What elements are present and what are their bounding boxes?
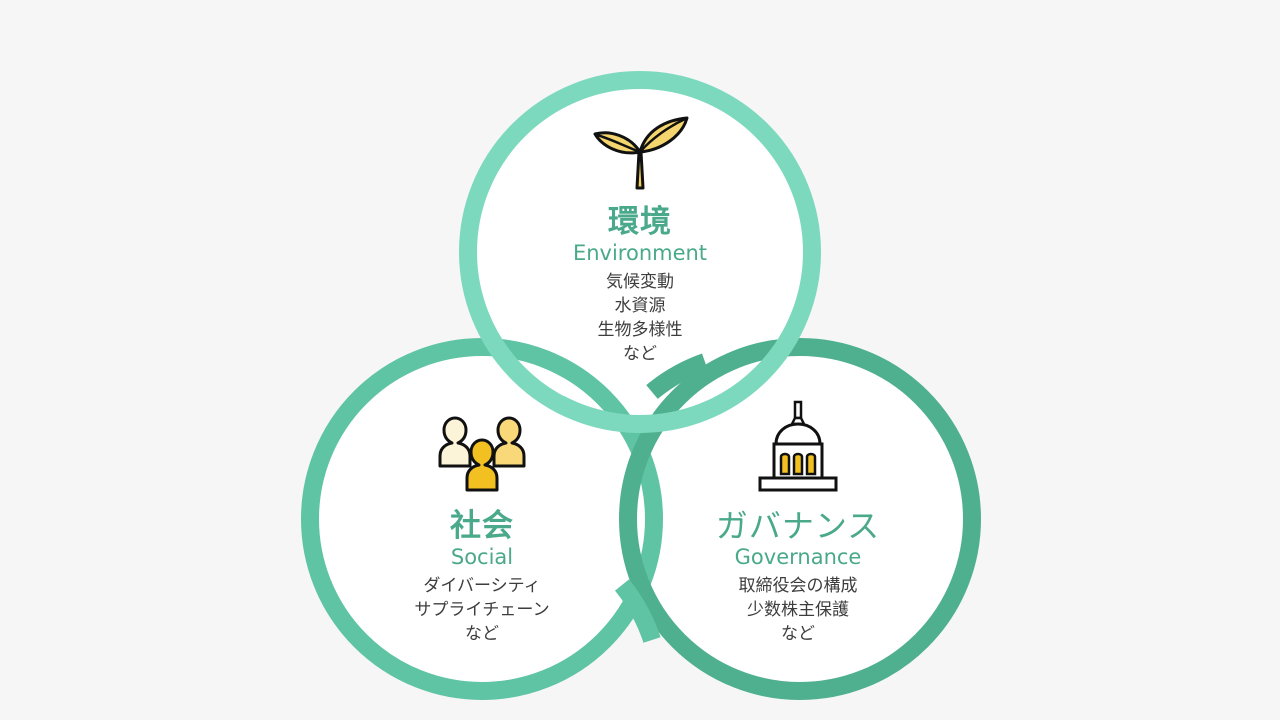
environment-circle-fill [468,80,812,424]
governance-circle-fill [628,347,972,691]
environment-title-en: Environment [572,241,708,265]
list-item: など [781,624,815,644]
social-section: 社会 Social ダイバーシティ サプライチェーン など [332,410,632,646]
list-item: など [465,624,499,644]
list-item: サプライチェーン [414,600,550,620]
environment-section: 環境 Environment 気候変動 水資源 生物多様性 など [490,108,790,366]
people-group-icon [438,416,526,492]
social-title-en: Social [450,545,514,569]
social-ring [301,338,663,700]
governance-items: 取締役会の構成 少数株主保護 など [739,574,858,646]
list-item: 生物多様性 [597,320,683,340]
governance-section: ガバナンス Governance 取締役会の構成 少数株主保護 など [648,400,948,646]
environment-title-jp: 環境 [608,204,672,240]
list-item: ダイバーシティ [423,576,541,596]
social-title-jp: 社会 [450,508,514,544]
governance-ring-over-segment [646,353,709,400]
environment-ring-over-segment [555,395,617,431]
social-ring-over-segment [614,579,661,644]
list-item: など [623,344,657,364]
list-item: 少数株主保護 [747,600,849,620]
environment-items: 気候変動 水資源 生物多様性 など [598,270,683,366]
social-items: ダイバーシティ サプライチェーン など [414,574,549,646]
sprout-icon [593,116,689,190]
governance-title-en: Governance [734,545,862,569]
governance-ring [619,338,981,700]
list-item: 水資源 [614,296,666,316]
list-item: 取締役会の構成 [738,576,858,596]
governance-title-jp: ガバナンス [715,507,881,545]
list-item: 気候変動 [606,272,674,292]
social-circle-fill [310,347,654,691]
environment-ring [459,71,821,433]
governance-icon-wrap [748,400,848,494]
social-icon-wrap [432,410,532,494]
capitol-building-icon [758,400,838,492]
environment-icon-wrap [590,108,690,192]
